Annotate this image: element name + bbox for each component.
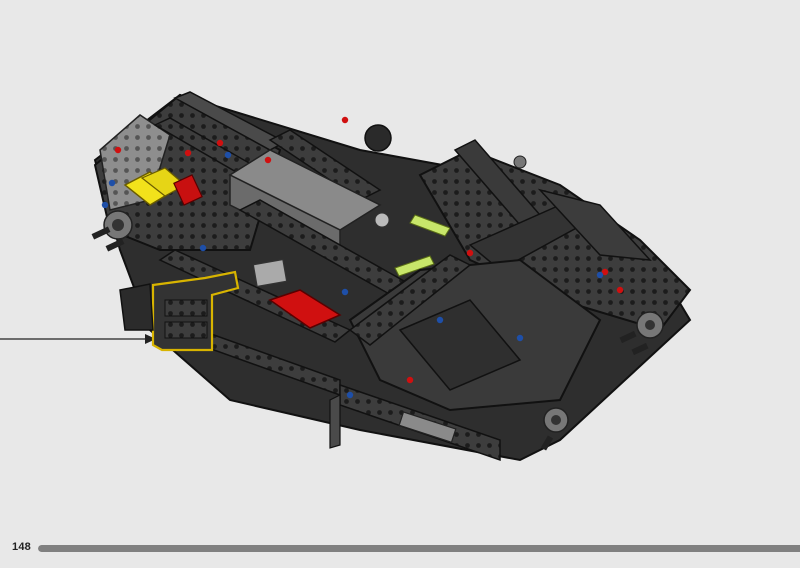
highlighted-part-callout xyxy=(151,270,240,352)
blue-pins xyxy=(101,151,604,399)
red-pins xyxy=(114,116,624,384)
page-number: 148 xyxy=(12,541,31,553)
front-axle-pin-2 xyxy=(105,238,125,252)
bottom-beam-3 xyxy=(329,394,341,449)
right-panel-beam xyxy=(348,254,472,346)
lime-axle-2 xyxy=(394,255,435,277)
red-part-front xyxy=(173,174,203,206)
bottom-gray-brace xyxy=(398,411,457,444)
red-connector-middle xyxy=(268,289,342,329)
front-axle-pin-1 xyxy=(91,226,111,240)
lime-axle-1 xyxy=(409,214,451,237)
top-connector xyxy=(364,124,392,152)
right-panel-beam-2 xyxy=(398,299,522,391)
callout-pointer-arrow xyxy=(145,334,156,344)
progress-bar xyxy=(38,545,800,552)
progress-bar-fill xyxy=(38,545,800,552)
gray-block-middle xyxy=(252,258,288,288)
left-block xyxy=(119,283,154,331)
rear-arm-3 xyxy=(537,188,652,261)
